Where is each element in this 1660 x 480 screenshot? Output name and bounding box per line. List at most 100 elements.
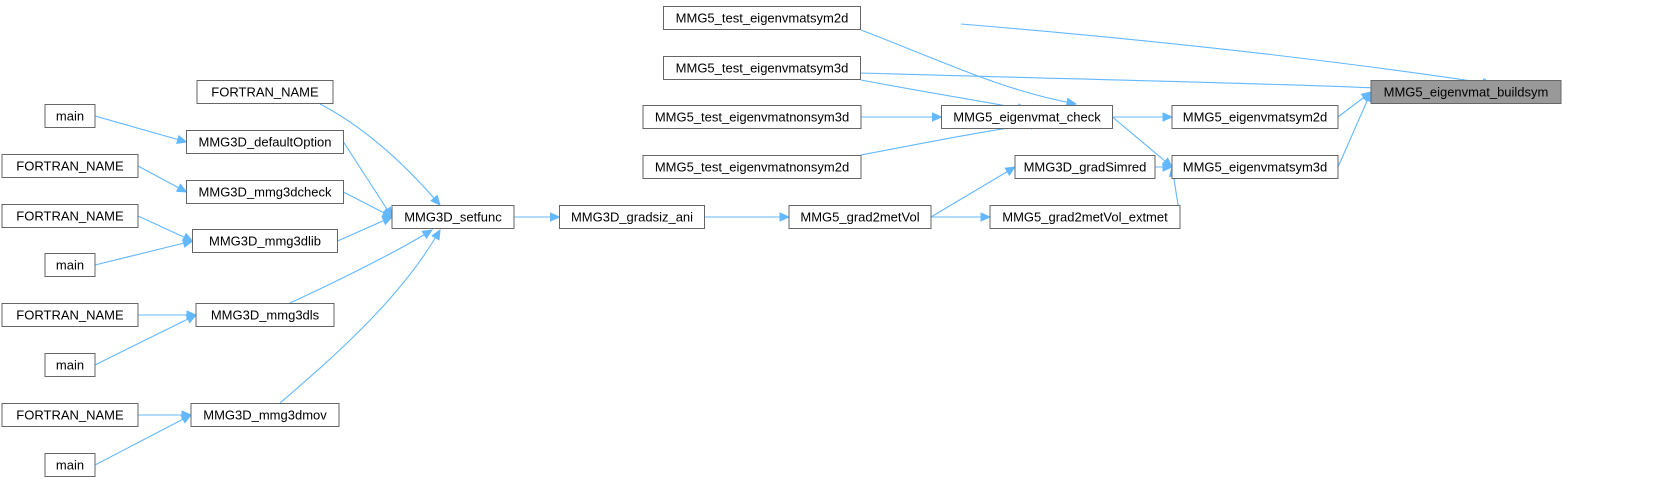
node-check[interactable]: MMG5_eigenvmat_check [941,105,1113,129]
node-setfunc[interactable]: MMG3D_setfunc [391,205,515,229]
node-dls[interactable]: MMG3D_mmg3dls [195,303,335,327]
edge-dcheck-to-setfunc [343,191,394,218]
node-label: MMG3D_setfunc [404,210,502,225]
node-label: MMG5_eigenvmatsym3d [1183,160,1328,175]
node-box [559,205,705,229]
node-box [196,80,334,104]
node-box [186,180,344,204]
node-label: MMG3D_defaultOption [199,135,332,150]
node-label: MMG5_test_eigenvmatsym3d [676,61,849,76]
node-label: MMG5_test_eigenvmatnonsym2d [655,160,849,175]
node-label: main [56,109,84,124]
node-fortran3[interactable]: FORTRAN_NAME [1,204,139,228]
node-label: main [56,358,84,373]
node-box [1,403,139,427]
node-gradsimred[interactable]: MMG3D_gradSimred [1014,155,1156,179]
node-fortran5[interactable]: FORTRAN_NAME [1,403,139,427]
edge-check-to-sym2d [1112,112,1174,122]
node-test_sym2d[interactable]: MMG5_test_eigenvmatsym2d [663,6,861,30]
node-defopt[interactable]: MMG3D_defaultOption [186,130,344,154]
edge-test_sym2d-to-buildsym [960,23,1494,88]
edge-grad2met-to-grad2met_ext [931,212,992,222]
node-box [44,104,96,128]
node-fortran1[interactable]: FORTRAN_NAME [196,80,334,104]
node-dmov[interactable]: MMG3D_mmg3dmov [190,403,340,427]
node-test_sym3d[interactable]: MMG5_test_eigenvmatsym3d [663,56,861,80]
node-box [1,154,139,178]
node-dlib[interactable]: MMG3D_mmg3dlib [192,229,338,253]
node-box [192,229,338,253]
edge-main2-to-dlib [94,238,194,266]
edge-gradsimred-to-sym3d [1155,162,1174,172]
node-box [44,453,96,477]
node-test_nonsym2d[interactable]: MMG5_test_eigenvmatnonsym2d [642,155,862,179]
edge-test_nonsym3d-to-check [861,112,943,122]
node-fortran4[interactable]: FORTRAN_NAME [1,303,139,327]
node-label: MMG5_test_eigenvmatsym2d [676,11,849,26]
edge-main4-to-dmov [94,414,193,466]
node-sym2d[interactable]: MMG5_eigenvmatsym2d [1171,105,1339,129]
node-test_nonsym3d[interactable]: MMG5_test_eigenvmatnonsym3d [642,105,862,129]
node-label: FORTRAN_NAME [211,85,319,100]
node-label: MMG5_eigenvmat_buildsym [1384,85,1549,100]
node-buildsym: MMG5_eigenvmat_buildsym [1370,80,1562,104]
node-main1[interactable]: main [44,104,96,128]
node-label: MMG3D_mmg3dmov [203,408,327,423]
edge-main3-to-dls [94,314,198,366]
node-box [186,130,344,154]
edge-dls-to-setfunc [289,229,434,304]
node-label: FORTRAN_NAME [16,209,124,224]
node-box [44,253,96,277]
node-label: MMG5_eigenvmat_check [953,110,1101,125]
node-label: MMG5_grad2metVol_extmet [1002,210,1168,225]
edge-test_sym2d-to-check [860,29,1078,107]
node-box [1014,155,1156,179]
node-label: FORTRAN_NAME [16,308,124,323]
node-dcheck[interactable]: MMG3D_mmg3dcheck [186,180,344,204]
edges-layer [94,23,1494,466]
edge-dmov-to-setfunc [279,228,441,404]
edge-fortran2-to-dcheck [137,165,188,193]
node-grad2met[interactable]: MMG5_grad2metVol [788,205,932,229]
node-box [391,205,515,229]
node-main2[interactable]: main [44,253,96,277]
node-box [642,105,862,129]
node-label: main [56,458,84,473]
node-box [663,6,861,30]
node-box [642,155,862,179]
node-box [989,205,1181,229]
node-box [44,353,96,377]
node-box [941,105,1113,129]
node-gradsiz[interactable]: MMG3D_gradsiz_ani [559,205,705,229]
node-label: MMG3D_mmg3dcheck [199,185,332,200]
edge-main1-to-defopt [94,115,188,144]
edge-sym3d-to-buildsym [1337,90,1372,168]
node-sym3d[interactable]: MMG5_eigenvmatsym3d [1171,155,1339,179]
node-box [663,56,861,80]
edge-fortran3-to-dlib [137,215,194,242]
node-box [1370,80,1562,104]
edge-gradsiz-to-grad2met [704,212,791,222]
node-label: MMG5_test_eigenvmatnonsym3d [655,110,849,125]
node-label: MMG3D_mmg3dls [211,308,320,323]
node-box [1171,105,1339,129]
node-label: MMG5_eigenvmatsym2d [1183,110,1328,125]
node-box [788,205,932,229]
edge-grad2met-to-gradsimred [930,166,1017,218]
edge-setfunc-to-gradsiz [514,212,561,222]
nodes-layer: MMG5_eigenvmat_buildsymMMG5_test_eigenvm… [1,6,1562,477]
edge-defopt-to-setfunc [343,141,393,219]
node-box [190,403,340,427]
edge-fortran1-to-setfunc [319,103,441,206]
node-label: main [56,258,84,273]
node-box [1171,155,1339,179]
node-main3[interactable]: main [44,353,96,377]
node-label: MMG3D_gradSimred [1024,160,1147,175]
node-box [1,204,139,228]
node-label: FORTRAN_NAME [16,408,124,423]
node-fortran2[interactable]: FORTRAN_NAME [1,154,139,178]
node-grad2met_ext[interactable]: MMG5_grad2metVol_extmet [989,205,1181,229]
node-label: FORTRAN_NAME [16,159,124,174]
node-main4[interactable]: main [44,453,96,477]
